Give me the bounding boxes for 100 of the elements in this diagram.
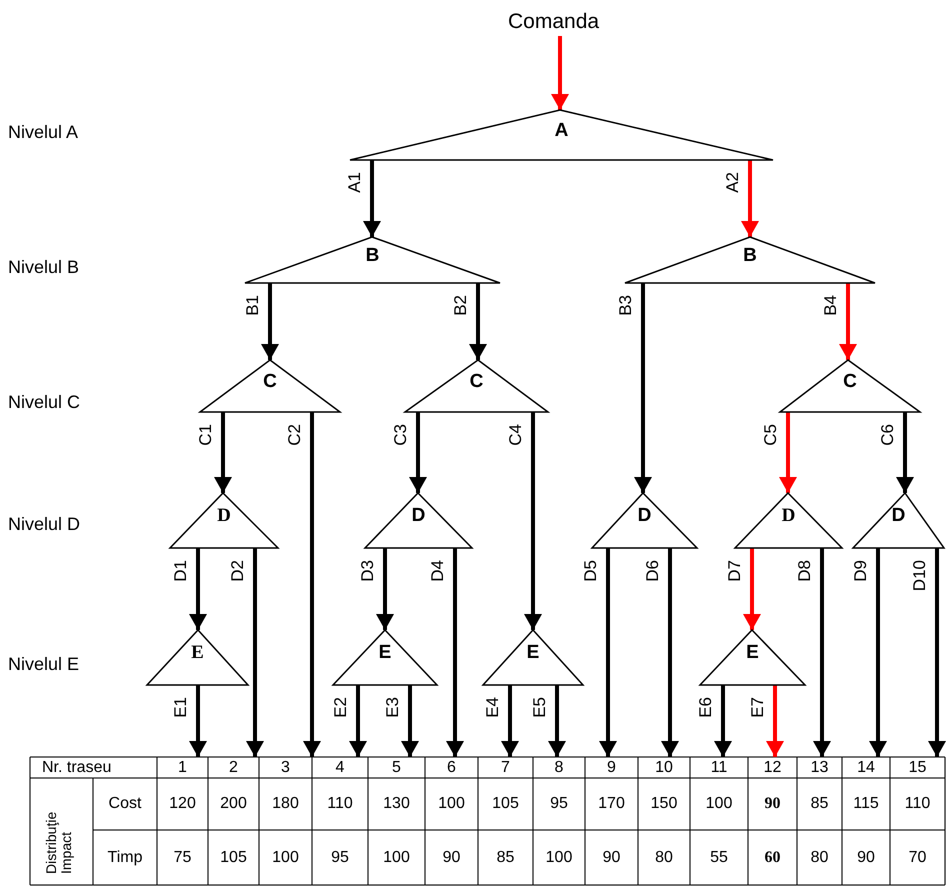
triangle-node: C (405, 360, 548, 412)
table-cell-text: 90 (764, 794, 782, 814)
arrow (246, 548, 264, 757)
table-header: Distribuţie Impact (44, 810, 74, 874)
route-number-cell: 15 (890, 757, 945, 778)
table-header: Cost (108, 794, 142, 814)
triangle-node: C (200, 360, 340, 412)
arrow (189, 548, 207, 630)
level-label: Nivelul D (8, 512, 80, 536)
table-cell-text: 100 (382, 848, 411, 868)
arrow (741, 160, 759, 237)
arrow (869, 548, 887, 757)
triangle-node: E (147, 630, 248, 685)
arrow (928, 548, 946, 757)
table-header: Timp (106, 848, 144, 868)
table-cell-text: 100 (437, 794, 466, 814)
table-cell-text: 100 (704, 794, 734, 814)
triangle-node: D (853, 493, 944, 548)
arrow (599, 548, 617, 757)
arrow (376, 548, 394, 630)
route-number-cell: 7 (478, 757, 533, 778)
triangle-node: B (245, 237, 500, 283)
table-cell-text: 95 (549, 794, 569, 814)
arrow (548, 685, 566, 757)
level-label: Nivelul C (8, 390, 80, 414)
triangle-node: D (170, 493, 278, 548)
arrow (551, 36, 569, 110)
table-cell-text: 70 (908, 848, 928, 868)
table-cell-text: 130 (382, 794, 411, 814)
route-number-cell: 11 (690, 757, 748, 778)
triangle-node: E (483, 630, 583, 685)
route-number-cell: 4 (312, 757, 368, 778)
table-cell-text: 75 (172, 848, 192, 868)
table-cell-text: 85 (496, 848, 516, 868)
arrow (524, 412, 542, 630)
arrow (401, 685, 419, 757)
arrow (661, 548, 679, 757)
table-cell-text: 150 (650, 794, 678, 814)
table-cell-text: 110 (326, 794, 354, 814)
arrow (501, 685, 519, 757)
table-cell-text: 110 (904, 794, 932, 814)
table-cell-text: 120 (168, 794, 197, 814)
table-cell-text: 105 (491, 794, 520, 814)
arrow (779, 412, 797, 493)
arrow (743, 548, 761, 630)
route-number-cell: 6 (425, 757, 478, 778)
table-header: Nr. traseu (41, 758, 112, 778)
arrow (839, 283, 857, 360)
route-number-cell: 12 (748, 757, 797, 778)
table-cell-text: 80 (654, 848, 674, 868)
arrow (214, 412, 232, 493)
route-number-cell: 9 (585, 757, 638, 778)
route-number-cell: 2 (208, 757, 259, 778)
table-cell-text: 90 (602, 848, 622, 868)
arrow (349, 685, 367, 757)
table-cell-text: 115 (852, 794, 880, 814)
triangle-node: D (735, 493, 842, 548)
triangle-node: D (592, 493, 697, 548)
route-number-cell: 13 (797, 757, 842, 778)
arrow (766, 685, 784, 757)
route-number-cell: 1 (157, 757, 208, 778)
arrow (261, 283, 279, 360)
triangle-node: A (350, 110, 773, 160)
triangle-node: D (365, 493, 472, 548)
arrow (896, 412, 914, 493)
table-cell-text: 200 (219, 794, 248, 814)
triangle-node: E (700, 630, 805, 685)
arrow (469, 283, 487, 360)
triangle-node: C (780, 360, 920, 412)
table-cell-text: 85 (810, 794, 830, 814)
route-number-cell: 3 (259, 757, 312, 778)
route-number-cell: 5 (368, 757, 425, 778)
arrow (714, 685, 732, 757)
level-label: Nivelul E (8, 652, 80, 676)
triangle-node: E (333, 630, 437, 685)
route-number-cell: 14 (842, 757, 890, 778)
arrow (189, 685, 207, 757)
route-number-cell: 8 (533, 757, 585, 778)
table-cell-text: 90 (856, 848, 876, 868)
arrow (813, 548, 831, 757)
node-label: Comanda (508, 10, 600, 34)
level-label: Nivelul A (8, 120, 78, 144)
arrow (634, 283, 652, 493)
arrow (409, 412, 427, 493)
arrow (446, 548, 464, 757)
route-number-cell: 10 (638, 757, 690, 778)
table-cell-text: 100 (271, 848, 300, 868)
table-cell-text: 95 (330, 848, 350, 868)
table-cell-text: 80 (810, 848, 830, 868)
arrow (363, 160, 381, 237)
arrow (303, 412, 321, 757)
table-cell-text: 170 (597, 794, 626, 814)
table-cell-text: 180 (271, 794, 300, 814)
table-cell-text: 105 (219, 848, 248, 868)
table-cell-text: 55 (709, 848, 729, 868)
table-cell-text: 60 (764, 848, 782, 868)
table-cell-text: 100 (544, 848, 574, 868)
triangle-node: B (625, 237, 875, 283)
level-label: Nivelul B (8, 256, 80, 278)
table-cell-text: 90 (442, 848, 462, 868)
